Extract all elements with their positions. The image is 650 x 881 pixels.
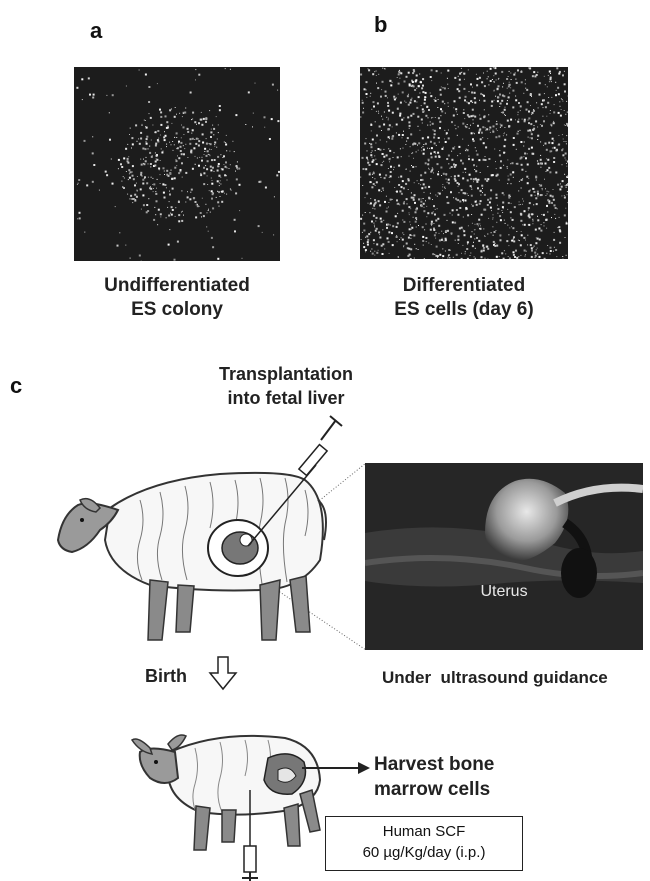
birth-arrow-icon bbox=[210, 657, 236, 689]
pregnant-ewe-illustration bbox=[58, 473, 326, 640]
lamb-illustration bbox=[132, 735, 320, 850]
